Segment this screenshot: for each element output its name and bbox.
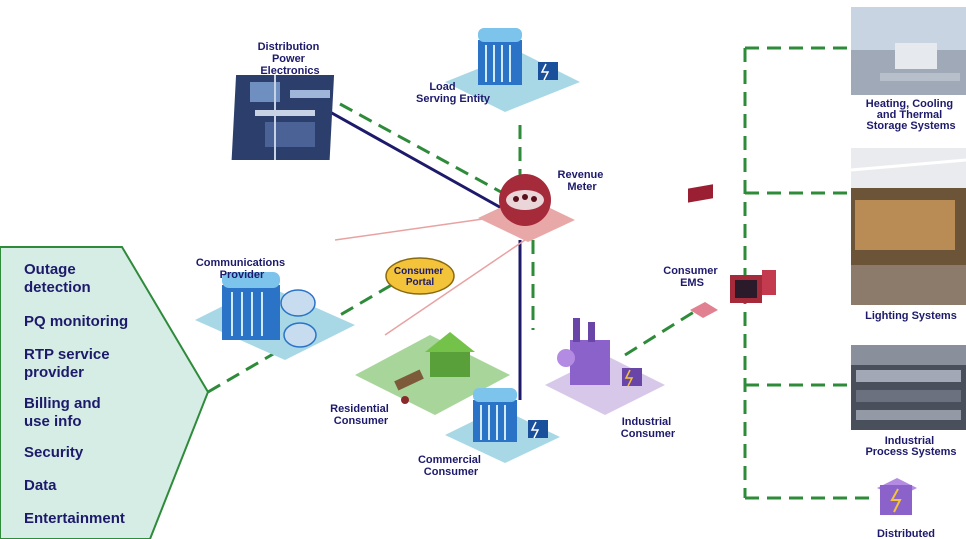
industrial-label: Industrial Consumer: [621, 416, 676, 440]
lighting-label: Lighting Systems: [865, 310, 957, 322]
commercial-label-line-2: Consumer: [424, 466, 479, 478]
service-outage-line-2: detection: [24, 279, 91, 296]
revenue-meter-label-line-1: Revenue: [558, 169, 604, 181]
consumer-portal-oval: [385, 257, 455, 295]
commercial-consumer-building: [445, 388, 560, 463]
services-panel: [0, 246, 210, 539]
hvac-storage-systems-photo: [851, 7, 966, 95]
service-rtp-line-2: provider: [24, 364, 84, 381]
distribution-label: Distribution Power Electronics: [258, 41, 323, 77]
service-billing-line-1: Billing and: [24, 395, 101, 412]
distributed-generation-icon: [877, 478, 917, 515]
consumer-portal-label-line-2: Portal: [406, 277, 435, 288]
service-billing-line-2: use info: [24, 413, 82, 430]
residential-label: Residential Consumer: [330, 403, 392, 427]
hvac-label-line-1: Heating, Cooling: [866, 98, 953, 110]
consumer-portal-label-line-1: Consumer: [394, 266, 444, 277]
service-pq-line-1: PQ monitoring: [24, 313, 128, 330]
industrial-label-line-2: Consumer: [621, 428, 676, 440]
dash-services-comm: [207, 281, 396, 394]
load-serving-label-line-2: Serving Entity: [416, 93, 491, 105]
service-security: Security: [24, 444, 84, 461]
service-outage-line-1: Outage: [24, 261, 76, 278]
service-rtp: RTP service provider: [24, 346, 114, 381]
hvac-label-line-3: Storage Systems: [866, 120, 955, 132]
process-label-line-1: Industrial: [885, 435, 935, 447]
revenue-meter-label-line-2: Meter: [567, 181, 597, 193]
distribution-label-line-1: Distribution: [258, 41, 320, 53]
industrial-label-line-1: Industrial: [622, 416, 672, 428]
residential-consumer-house: [355, 332, 510, 415]
service-rtp-line-1: RTP service: [24, 346, 110, 363]
consumer-ems-devices: [688, 184, 776, 318]
communications-provider-building: [195, 272, 355, 360]
revenue-meter-label: Revenue Meter: [558, 169, 607, 193]
service-pq-monitoring: PQ monitoring: [24, 313, 128, 330]
comm-provider-label-line-2: Provider: [220, 269, 265, 281]
process-label: Industrial Process Systems: [865, 435, 956, 458]
service-entertainment-line-1: Entertainment: [24, 510, 125, 527]
service-billing: Billing and use info: [24, 395, 105, 430]
industrial-consumer-factory: [545, 318, 665, 415]
service-entertainment: Entertainment: [24, 510, 125, 527]
service-outage-detection: Outage detection: [24, 261, 91, 296]
hvac-label: Heating, Cooling and Thermal Storage Sys…: [866, 98, 956, 132]
lighting-systems-photo: [850, 148, 966, 305]
distribution-power-electronics-image: [231, 75, 335, 160]
commercial-label-line-1: Commercial: [418, 454, 481, 466]
load-serving-entity-building: [445, 28, 580, 112]
dash-distribution-meter: [339, 102, 513, 200]
comm-provider-label: Communications Provider: [196, 257, 288, 281]
service-data-line-1: Data: [24, 477, 57, 494]
comm-provider-label-line-1: Communications: [196, 257, 285, 269]
hvac-label-line-2: and Thermal: [877, 109, 942, 121]
distribution-label-line-2: Power: [272, 53, 306, 65]
residential-label-line-1: Residential: [330, 403, 389, 415]
revenue-meter-icon: [478, 174, 575, 242]
load-serving-label-line-1: Load: [429, 81, 455, 93]
consumer-ems-label-line-1: Consumer: [663, 265, 718, 277]
consumer-ems-label-line-2: EMS: [680, 277, 704, 289]
consumer-portal-label: Consumer Portal: [394, 266, 446, 288]
commercial-label: Commercial Consumer: [418, 454, 484, 478]
service-security-line-1: Security: [24, 444, 84, 461]
signal-portal-meter-upper: [334, 217, 491, 241]
signal-portal-meter-lower: [384, 239, 526, 336]
process-label-line-2: Process Systems: [865, 446, 956, 458]
service-data: Data: [24, 477, 57, 494]
consumer-ems-label: Consumer EMS: [663, 265, 720, 289]
power-line-distribution-meter: [329, 110, 506, 212]
distribution-label-line-3: Electronics: [260, 65, 319, 77]
residential-label-line-2: Consumer: [334, 415, 389, 427]
dash-industrial-ems: [624, 303, 706, 357]
lighting-label-line-1: Lighting Systems: [865, 310, 957, 322]
load-serving-label: Load Serving Entity: [416, 81, 491, 105]
industrial-process-systems-photo: [851, 345, 966, 430]
distributed-label-line-1: Distributed: [877, 528, 935, 539]
connections: [207, 46, 872, 500]
distributed-label: Distributed: [877, 528, 935, 539]
